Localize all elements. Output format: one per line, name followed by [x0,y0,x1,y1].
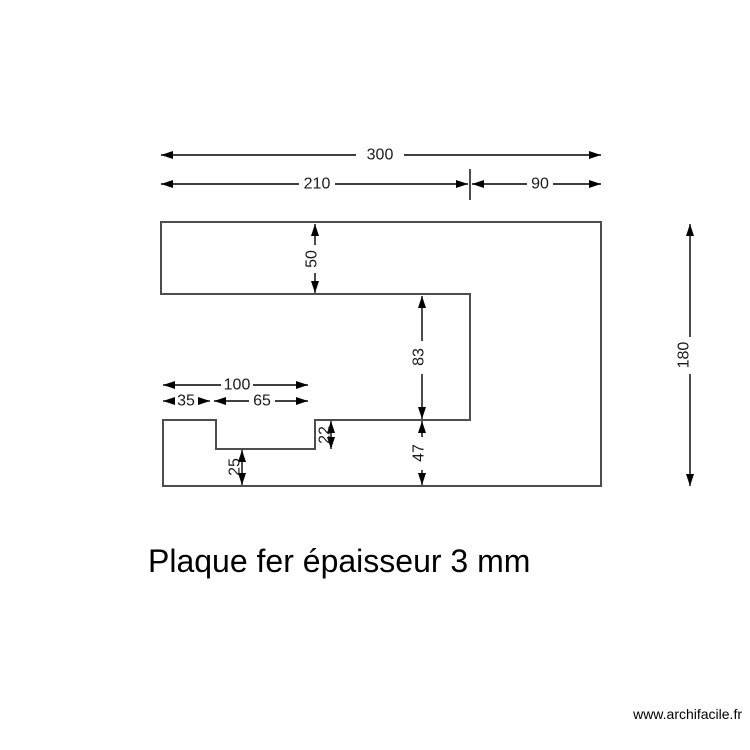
dim-notch-offset: 35 [163,393,210,410]
dim-bottom-band-height: 47 [411,421,428,485]
dim-label-notch-width: 65 [253,393,271,410]
dim-label-left-width: 210 [304,176,331,193]
dim-left-width: 210 [161,176,468,193]
dim-cutout-height: 83 [411,296,428,419]
dim-label-total-width: 300 [367,147,394,164]
dim-label-top-band-height: 50 [304,250,321,268]
dim-notch-remaining: 25 [227,450,246,485]
dim-label-notch-depth: 22 [317,426,334,444]
dim-notch-width: 65 [214,393,308,410]
dim-label-notch-remaining: 25 [227,458,244,476]
drawing-title: Plaque fer épaisseur 3 mm [148,543,530,579]
dim-top-band-height: 50 [304,224,321,293]
dim-label-notch-group-width: 100 [224,377,251,394]
dim-label-bottom-band-height: 47 [411,444,428,462]
dim-right-width: 90 [472,176,601,193]
watermark-text: www.archifacile.fr [632,706,742,722]
dim-label-right-width: 90 [531,176,549,193]
dim-total-width: 300 [161,147,601,164]
dim-label-notch-offset: 35 [177,393,195,410]
dim-label-total-height: 180 [676,342,693,369]
dim-label-cutout-height: 83 [411,348,428,366]
dim-total-height: 180 [676,224,694,486]
dim-notch-group-width: 100 [163,377,308,394]
dim-notch-depth: 22 [317,421,335,449]
plate-outline [160,221,602,487]
